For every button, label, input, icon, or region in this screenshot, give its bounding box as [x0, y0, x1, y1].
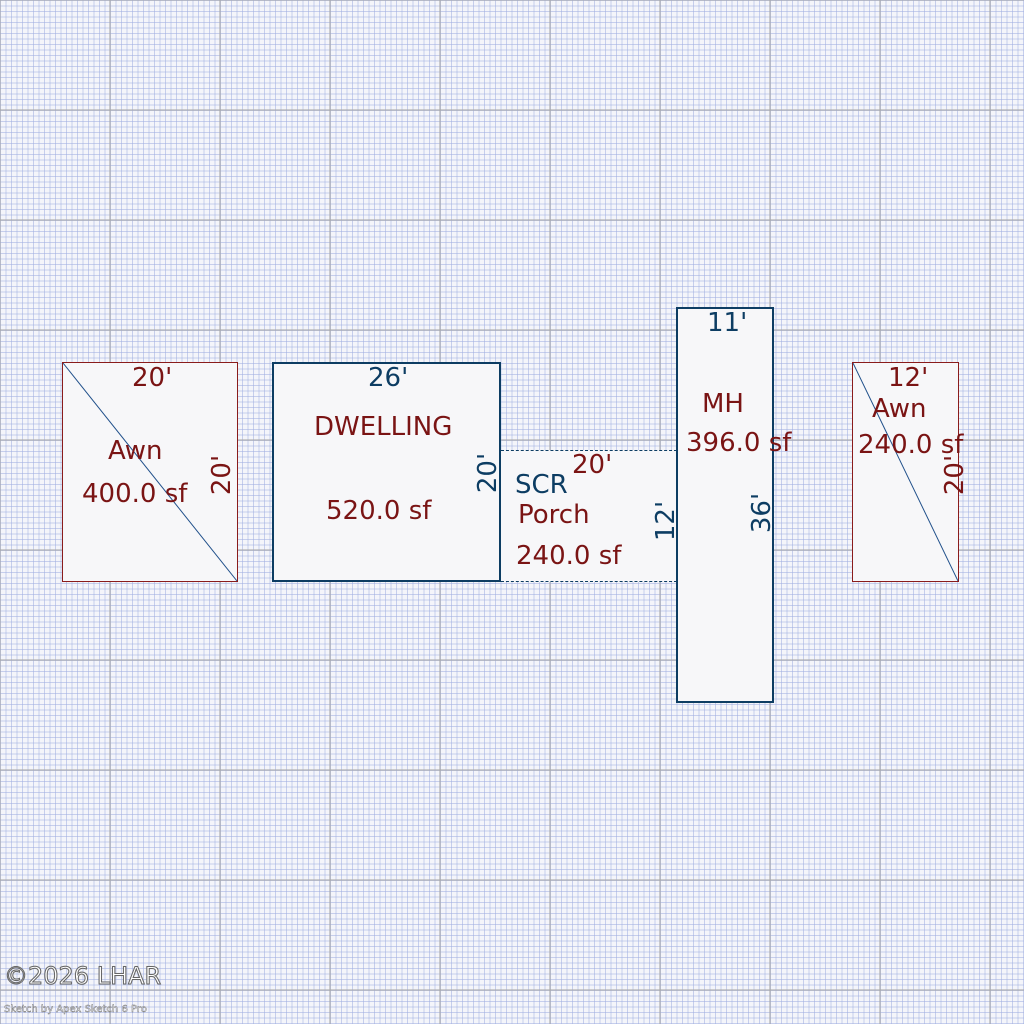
awning-left-height-label: 20' [207, 454, 238, 496]
dwelling-width-label: 26' [368, 363, 409, 393]
awning-right-width-label: 12' [888, 363, 929, 393]
awning-right-name: Awn [872, 394, 927, 424]
dwelling-name: DWELLING [314, 412, 453, 442]
screen-porch-area [501, 450, 677, 582]
mobile-home-width-label: 11' [707, 308, 748, 338]
dwelling-area-label: 520.0 sf [326, 496, 432, 526]
dwelling-area [272, 362, 501, 582]
screen-porch-area-label: 240.0 sf [516, 541, 622, 571]
copyright-text: ©2026 LHAR [3, 962, 162, 991]
awning-right-diagonal [853, 363, 958, 581]
mobile-home-area [676, 307, 774, 703]
dwelling-height-label: 20' [473, 452, 504, 494]
sketch-credit-text: Sketch by Apex Sketch 6 Pro [4, 1004, 147, 1015]
mobile-home-name: MH [702, 389, 744, 419]
awning-left-diagonal [63, 363, 237, 581]
awning-right-area-label: 240.0 sf [858, 430, 964, 460]
mobile-home-area-label: 396.0 sf [686, 428, 792, 458]
awning-left-area-label: 400.0 sf [82, 479, 188, 509]
awning-left-width-label: 20' [132, 363, 173, 393]
awning-right-height-label: 20' [940, 454, 971, 496]
screen-porch-width-label: 20' [572, 450, 613, 480]
mobile-home-height-label: 36' [747, 492, 778, 534]
awning-left-name: Awn [108, 436, 163, 466]
screen-porch-name-line1: SCR [515, 470, 568, 500]
awning-right-area [852, 362, 959, 582]
screen-porch-name-line2: Porch [518, 500, 590, 530]
awning-left-area [62, 362, 238, 582]
